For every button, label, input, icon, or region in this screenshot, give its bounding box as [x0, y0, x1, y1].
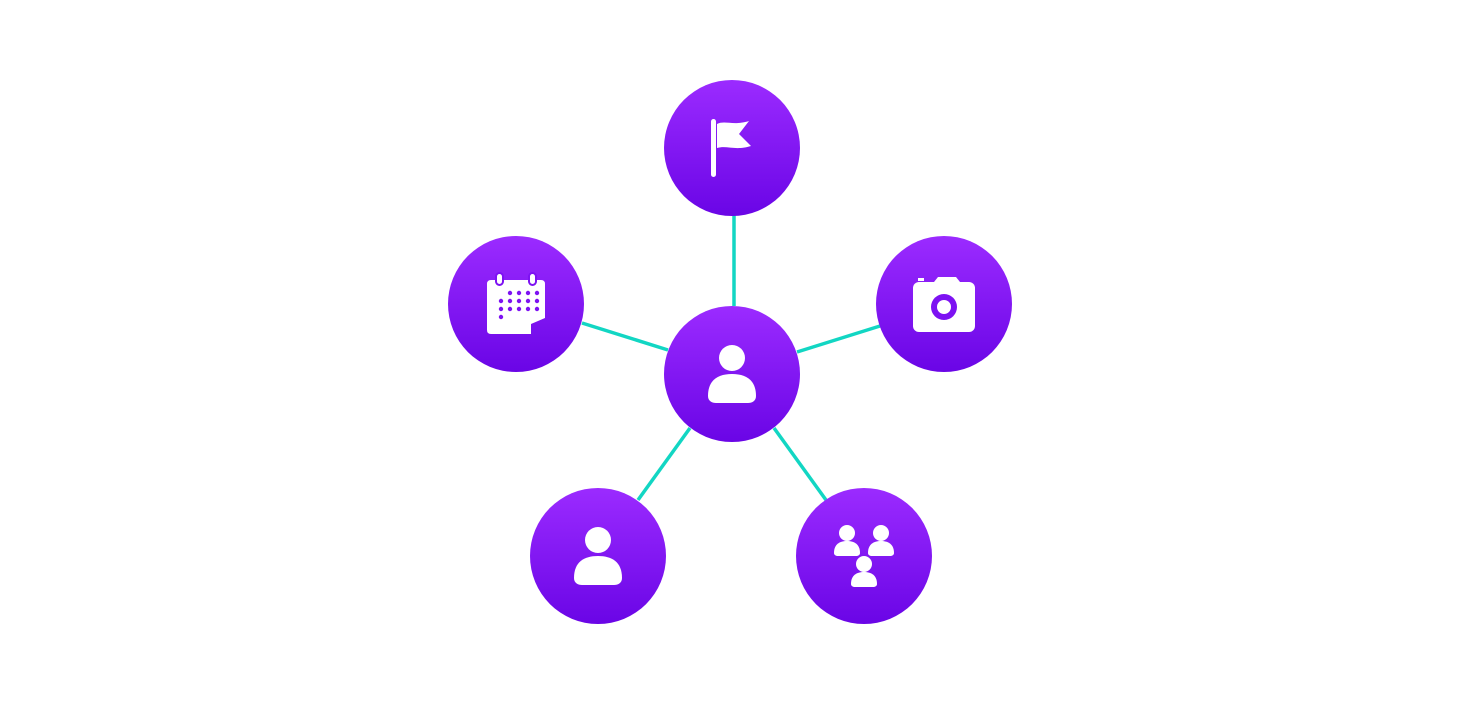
- hub-node[interactable]: [664, 306, 800, 442]
- spoke-node-user[interactable]: [530, 488, 666, 624]
- user-icon: [574, 527, 622, 585]
- calendar-icon: [487, 272, 545, 334]
- connector-group: [772, 426, 828, 502]
- user-icon: [708, 345, 756, 403]
- group-icon: [834, 525, 894, 587]
- spoke-node-camera[interactable]: [876, 236, 1012, 372]
- connector-calendar: [581, 321, 669, 352]
- spoke-node-group[interactable]: [796, 488, 932, 624]
- camera-icon: [913, 277, 975, 332]
- spoke-node-calendar[interactable]: [448, 236, 584, 372]
- connector-user: [636, 426, 692, 502]
- spoke-node-flag[interactable]: [664, 80, 800, 216]
- flag-icon: [711, 119, 751, 177]
- connector-camera: [796, 324, 881, 354]
